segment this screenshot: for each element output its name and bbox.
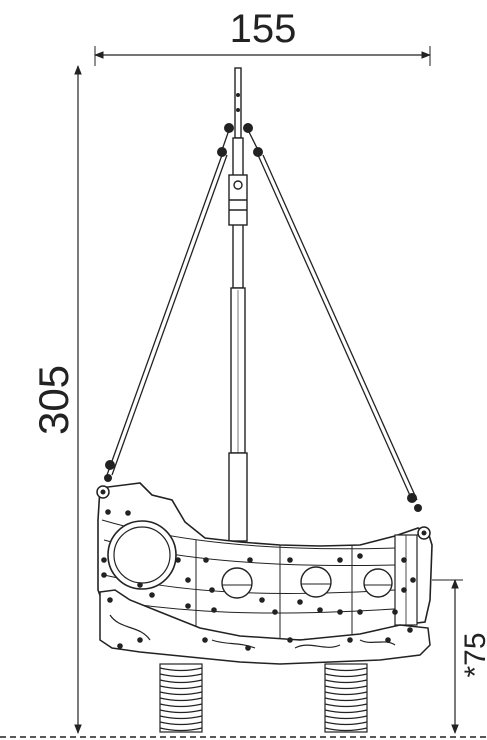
right-spring [324, 663, 368, 733]
mast [228, 67, 248, 542]
spring-height-dimension: *75 [432, 579, 487, 734]
left-spring [159, 663, 203, 733]
rope-clamps [104, 460, 422, 512]
hull-corner-bolts [96, 485, 431, 540]
mast-top-fitting [217, 93, 263, 157]
portholes [221, 566, 393, 599]
spring-height-label: *75 [459, 632, 487, 677]
round-hatch [107, 520, 177, 590]
width-label: 155 [230, 7, 297, 51]
hull-lower-panel [99, 589, 431, 665]
hull-bolt-dots [101, 509, 416, 651]
rigging-ropes [106, 129, 418, 501]
height-dimension: 305 [30, 65, 82, 734]
width-dimension: 155 [94, 7, 431, 66]
height-label: 305 [30, 365, 77, 435]
